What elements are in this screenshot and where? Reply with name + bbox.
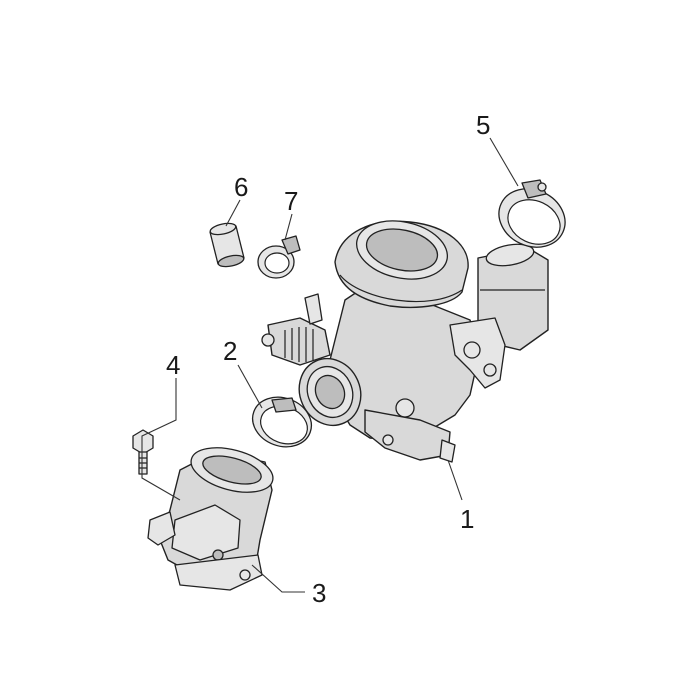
callout-6: 6	[234, 172, 248, 202]
leader-5	[489, 137, 519, 187]
callout-4: 4	[166, 350, 180, 380]
leader-7	[284, 213, 293, 241]
hose-clamp-part-2	[251, 396, 313, 448]
sleeve-part-6	[209, 222, 245, 268]
leader-1	[447, 459, 463, 501]
callout-2: 2	[223, 336, 237, 366]
callout-1: 1	[460, 504, 474, 534]
spring-clip-part-7	[257, 235, 301, 279]
bolt-part-4	[132, 429, 154, 475]
leader-3	[251, 564, 305, 593]
leader-4	[141, 378, 181, 501]
callout-5: 5	[476, 110, 490, 140]
carburetor-part-1	[261, 220, 549, 463]
leader-lines	[141, 137, 519, 593]
leader-6	[225, 199, 241, 227]
intake-manifold-part-3	[147, 447, 274, 591]
leader-2	[237, 364, 263, 409]
callout-3: 3	[312, 578, 326, 608]
callout-7: 7	[284, 186, 298, 216]
hose-clamp-part-5	[498, 179, 566, 248]
